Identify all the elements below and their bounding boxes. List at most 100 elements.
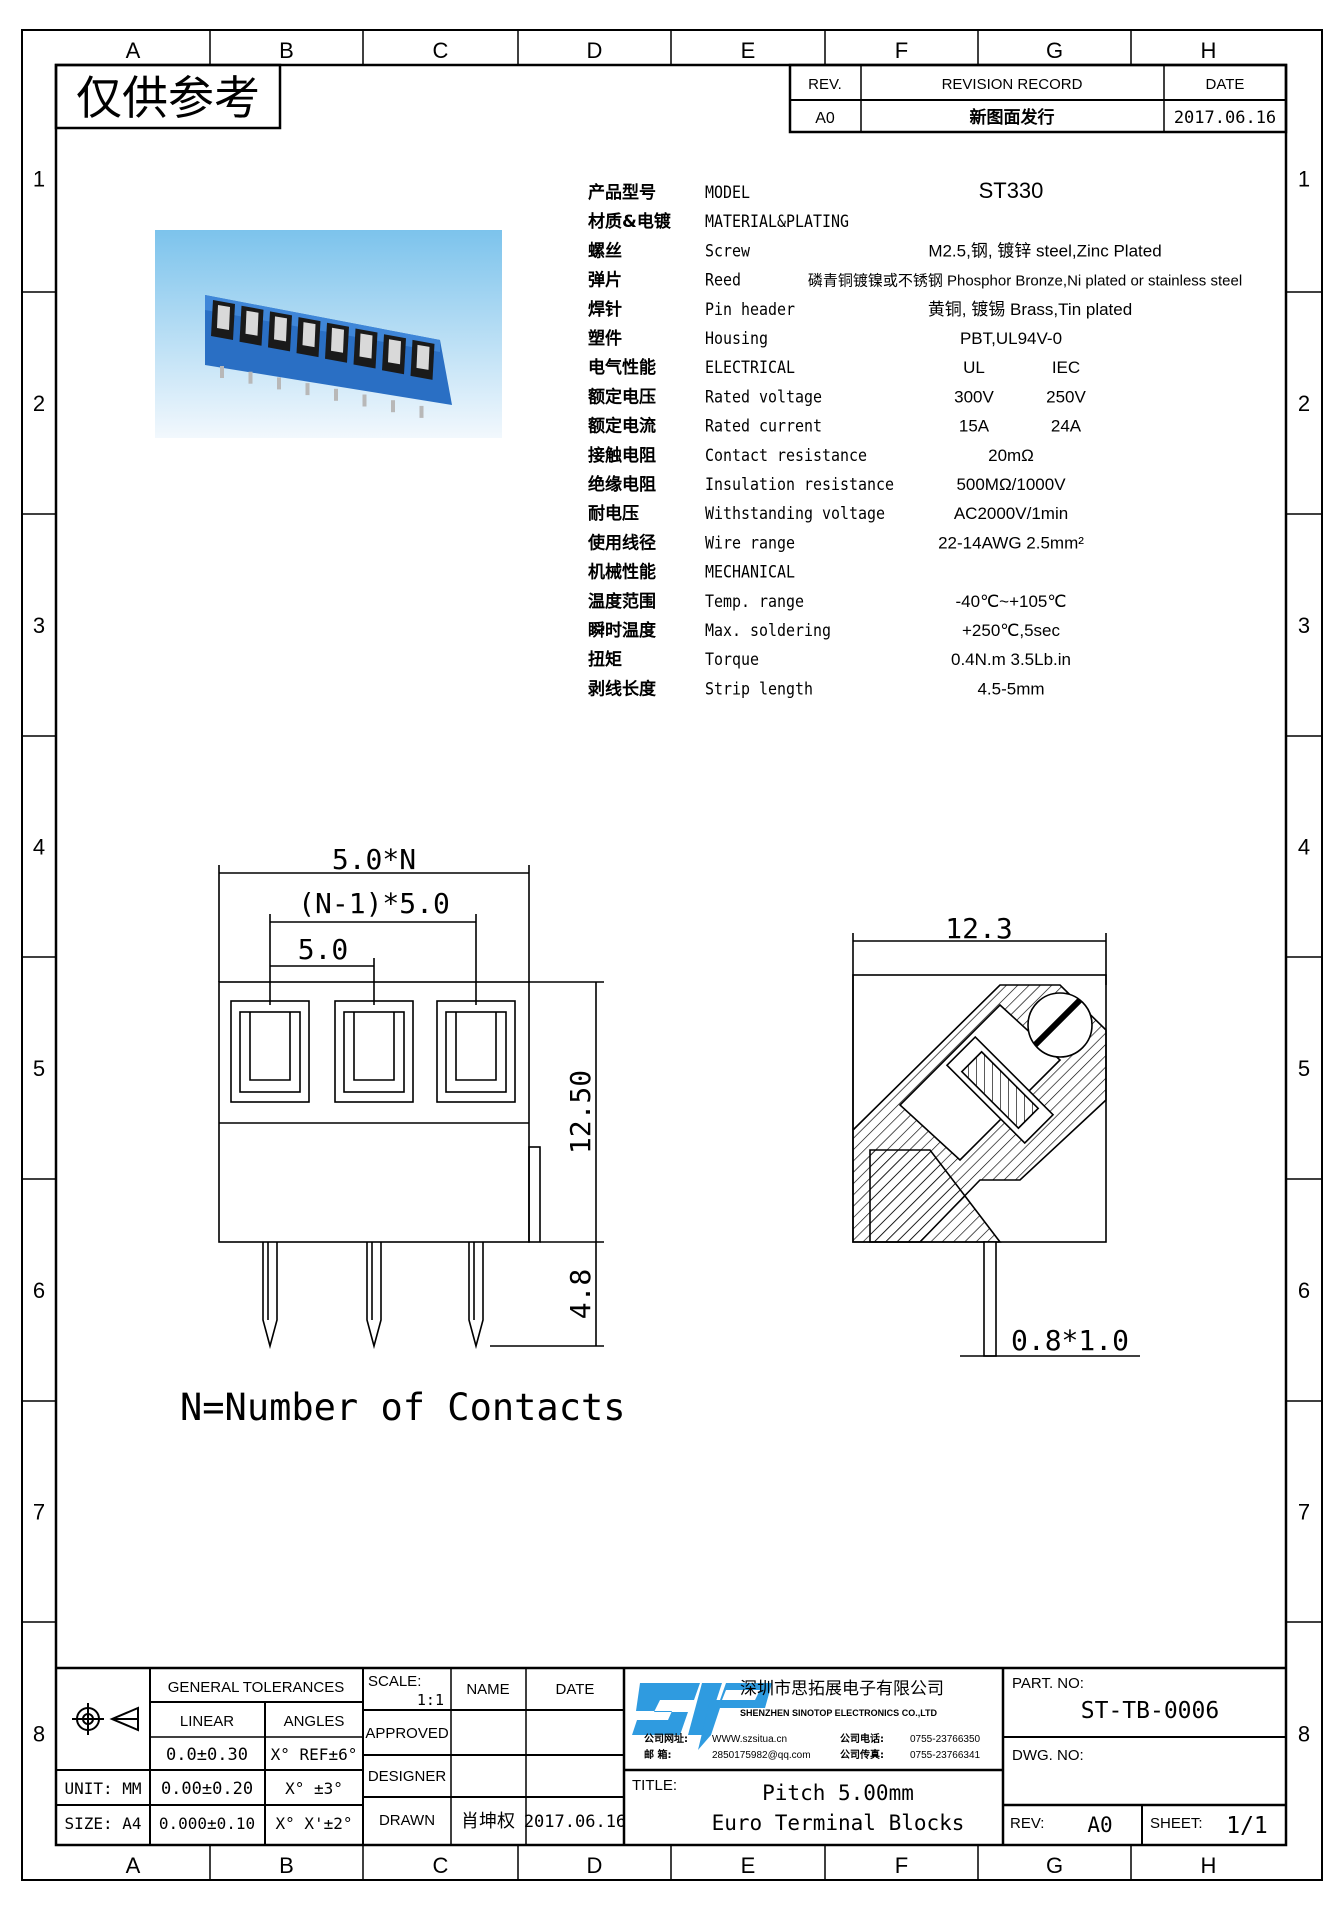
rev-value: A0 [815, 110, 835, 127]
row-label: 4 [1298, 835, 1310, 860]
spec-value: 黄铜, 镀锡 Brass,Tin plated [928, 300, 1132, 319]
fax-label: 公司传真: [840, 1748, 884, 1761]
spec-label-en: MATERIAL&PLATING [705, 212, 849, 232]
angle-tol-3: X° X'±2° [275, 1814, 352, 1833]
spec-value-iec: IEC [1052, 358, 1080, 377]
spec-value-iec: 250V [1046, 387, 1086, 406]
spec-value: 磷青铜镀镍或不锈钢 Phosphor Bronze,Ni plated or s… [808, 272, 1242, 290]
linear-tol-1: 0.0±0.30 [166, 1745, 248, 1765]
stamp-text: 仅供参考 [76, 72, 260, 124]
spec-label-cn: 剥线长度 [588, 678, 657, 699]
spec-label-cn: 材质&电镀 [588, 211, 672, 232]
drawn-label: DRAWN [379, 1812, 435, 1829]
sheet-frame [21, 29, 1323, 1881]
mail-label: 邮 箱: [644, 1748, 671, 1761]
side-view-dimensions: 12.3 0.8*1.0 [945, 912, 1129, 1357]
spec-label-en: Wire range [705, 533, 795, 553]
rev-header: REV. [808, 76, 842, 93]
date-header-tb: DATE [556, 1681, 595, 1698]
spec-label-en: Withstanding voltage [705, 504, 885, 524]
dim-total-width: 5.0*N [332, 843, 416, 876]
column-label: C [433, 38, 449, 63]
revision-record-value: 新图面发行 [970, 107, 1055, 128]
angle-tol-1: X° REF±6° [271, 1745, 358, 1764]
dim-depth: 12.3 [945, 912, 1012, 945]
row-label: 5 [1298, 1056, 1310, 1081]
name-header: NAME [466, 1681, 509, 1698]
row-label: 2 [33, 391, 45, 416]
tel-value: 0755-23766350 [910, 1734, 981, 1745]
column-label: F [895, 38, 908, 63]
company-logo [632, 1683, 772, 1750]
spec-value: 0.4N.m 3.5Lb.in [951, 650, 1071, 669]
company-name-cn: 深圳市思拓展电子有限公司 [740, 1679, 944, 1698]
column-label: H [1201, 38, 1217, 63]
linear-label: LINEAR [180, 1713, 234, 1730]
spec-label-cn: 额定电流 [588, 416, 656, 437]
row-label: 4 [33, 835, 45, 860]
sheet-label: SHEET: [1150, 1815, 1203, 1832]
front-view [218, 865, 604, 1350]
tel-label: 公司电话: [840, 1732, 884, 1745]
spec-value: 22-14AWG 2.5mm² [938, 533, 1084, 552]
spec-label-en: Temp. range [705, 592, 804, 612]
spec-label-cn: 机械性能 [588, 562, 656, 583]
spec-value: 4.5-5mm [977, 679, 1044, 698]
front-view-dimensions: 5.0*N (N-1)*5.0 5.0 12.50 4.8 N=Number o… [180, 843, 626, 1429]
angles-label: ANGLES [284, 1713, 345, 1730]
dim-span: (N-1)*5.0 [298, 887, 450, 920]
row-label: 7 [1298, 1500, 1310, 1525]
spec-label-en: Rated current [705, 417, 822, 437]
dim-height: 12.50 [564, 1070, 597, 1154]
rev-value-tb: A0 [1087, 1813, 1112, 1837]
spec-value: -40℃~+105℃ [956, 592, 1067, 611]
spec-label-en: Housing [705, 329, 768, 349]
spec-label-en: Screw [705, 241, 751, 261]
mail-value: 2850175982@qq.com [712, 1750, 811, 1761]
dwg-no-label: DWG. NO: [1012, 1747, 1084, 1764]
spec-label-cn: 螺丝 [588, 240, 622, 261]
title-block [56, 1666, 1286, 1845]
side-view [852, 933, 1140, 1357]
spec-label-cn: 接触电阻 [588, 445, 656, 466]
row-label: 8 [1298, 1722, 1310, 1747]
web-value: WWW.szsitua.cn [712, 1734, 787, 1745]
revision-record-header: REVISION RECORD [942, 76, 1083, 93]
column-label: B [279, 1853, 294, 1878]
approved-label: APPROVED [365, 1725, 449, 1742]
title-line-2: Euro Terminal Blocks [712, 1811, 965, 1835]
spec-label-en: Insulation resistance [705, 475, 894, 495]
spec-label-cn: 额定电压 [588, 386, 656, 407]
unit-label: UNIT: MM [64, 1779, 141, 1798]
web-label: 公司网址: [644, 1732, 688, 1745]
spec-label-cn: 产品型号 [588, 182, 656, 203]
row-label: 6 [33, 1278, 45, 1303]
fax-value: 0755-23766341 [910, 1750, 981, 1761]
dim-pin-length: 4.8 [564, 1269, 597, 1320]
spec-label-en: Strip length [705, 679, 813, 699]
linear-tol-3: 0.000±0.10 [159, 1814, 255, 1833]
column-label: C [433, 1853, 449, 1878]
title-label: TITLE: [632, 1777, 677, 1794]
spec-value-ul: 300V [954, 387, 994, 406]
linear-tol-2: 0.00±0.20 [161, 1779, 253, 1799]
spec-label-en: Pin header [705, 300, 795, 320]
spec-value-ul: UL [963, 358, 985, 377]
